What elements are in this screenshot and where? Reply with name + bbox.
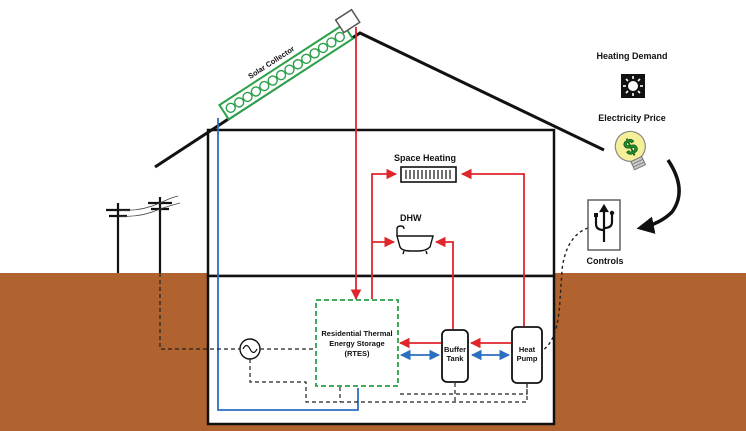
usb-icon: [594, 203, 615, 242]
heat-pump-label-line2: Pump: [517, 354, 538, 363]
collector-tubes: [225, 31, 345, 114]
buffer-tank-label-line2: Tank: [447, 354, 465, 363]
solar-collector: Solar Collector: [218, 23, 355, 121]
controls-to-heatpump-wire: [542, 227, 589, 351]
buffer-tank-label-line1: Buffer: [444, 345, 466, 354]
house-upper-floor: [206, 128, 556, 278]
heat-pump: [511, 326, 543, 384]
collector-return-line: [217, 118, 359, 411]
sine-wave-icon: [239, 338, 261, 360]
controls-label: Controls: [587, 256, 624, 266]
buffer-to-dhw-line: [434, 236, 454, 329]
heat-pump-label-line1: Heat: [519, 345, 536, 354]
buffer-tank: [441, 329, 469, 383]
space-heating-label: Space Heating: [394, 153, 456, 163]
heatpump-to-rtes-wire: [398, 384, 528, 395]
rtes-label-line3: (RTES): [345, 349, 371, 358]
rtes-label-line1: Residential Thermal: [321, 329, 392, 338]
dhw-label: DHW: [400, 213, 422, 223]
radiator-icon: [400, 166, 457, 183]
heating-demand-label: Heating Demand: [596, 51, 667, 61]
dollar-lightbulb-icon: $: [614, 130, 647, 171]
power-line-wires: [117, 195, 181, 217]
generator-to-heatpump-wire: [249, 359, 528, 403]
price-to-controls-arrow: [636, 159, 681, 234]
rtes-tank: [315, 299, 399, 387]
roof: [154, 31, 605, 169]
rtes-to-space-heating-line: [371, 168, 398, 299]
collector-header-box: [334, 8, 361, 34]
bathtub-icon: [396, 225, 434, 255]
grid-connection-line: [159, 273, 240, 350]
rtes-label-line2: Energy Storage: [329, 339, 384, 348]
sun-icon: [621, 74, 645, 98]
electricity-price-label: Electricity Price: [598, 113, 666, 123]
heatpump-to-space-heating-line: [460, 168, 525, 326]
